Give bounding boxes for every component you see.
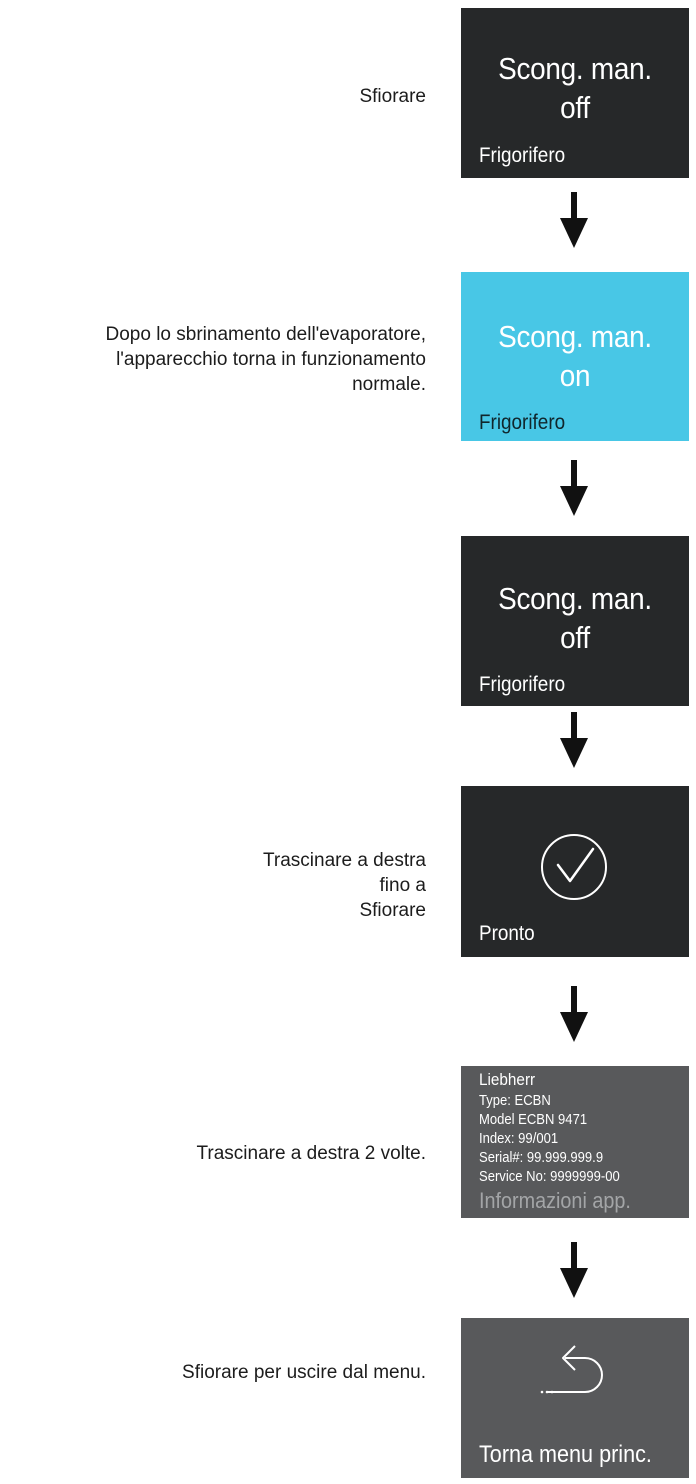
instruction-line: Sfiorare [359,86,426,107]
instruction-line: l'apparecchio torna in funzionamento [116,349,426,370]
info-model: Model ECBN 9471 [479,1112,588,1128]
screen-caption: Torna menu princ. [479,1441,652,1468]
instruction-step-1: Sfiorare [359,84,426,109]
instruction-line: Sfiorare [359,900,426,921]
info-brand: Liebherr [479,1070,536,1089]
down-arrow-icon [560,1242,588,1298]
back-arrow-icon [540,1345,603,1394]
instruction-line: Dopo lo sbrinamento dell'evaporatore, [105,324,427,345]
instruction-line: Trascinare a destra 2 volte. [196,1143,426,1164]
screen-back-main-menu[interactable]: Torna menu princ. [461,1318,689,1478]
down-arrow-icon [560,986,588,1042]
instruction-step-4: Trascinare a destra 2 volte. [196,1141,426,1166]
instruction-line: Trascinare a destra [263,850,426,871]
screen-ready[interactable]: Pronto [461,786,689,957]
info-index: Index: 99/001 [479,1131,559,1147]
down-arrow-icon [560,712,588,768]
screen-caption: Frigorifero [479,144,566,167]
instruction-line: normale. [352,374,426,395]
screen-defrost-off[interactable]: Scong. man. off Frigorifero [461,8,689,178]
screen-caption: Informazioni app. [479,1188,631,1213]
screen-title: Scong. man. [498,51,652,86]
screen-caption: Pronto [479,922,535,945]
screen-caption: Frigorifero [479,673,566,696]
screen-value: on [559,358,591,393]
screen-caption: Frigorifero [479,411,566,434]
info-serial: Serial#: 99.999.999.9 [479,1150,604,1166]
instruction-line: fino a [379,875,426,896]
screen-title: Scong. man. [498,319,652,354]
screen-title: Scong. man. [498,581,652,616]
info-type: Type: ECBN [479,1093,551,1109]
down-arrow-icon [560,192,588,248]
down-arrow-icon [560,460,588,516]
screen-defrost-off[interactable]: Scong. man. off Frigorifero [461,536,689,706]
info-service-no: Service No: 9999999-00 [479,1169,620,1185]
screen-value: off [560,90,590,125]
screen-device-info[interactable]: Liebherr Type: ECBN Model ECBN 9471 Inde… [461,1066,689,1218]
instruction-step-5: Sfiorare per uscire dal menu. [182,1360,426,1385]
check-circle-icon [541,834,607,900]
instruction-line: Sfiorare per uscire dal menu. [182,1362,426,1383]
screen-defrost-on[interactable]: Scong. man. on Frigorifero [461,272,689,441]
instruction-step-2: Dopo lo sbrinamento dell'evaporatore, l'… [106,322,427,397]
screen-value: off [560,620,590,655]
instruction-step-3: Trascinare a destra fino a Sfiorare [263,848,426,923]
